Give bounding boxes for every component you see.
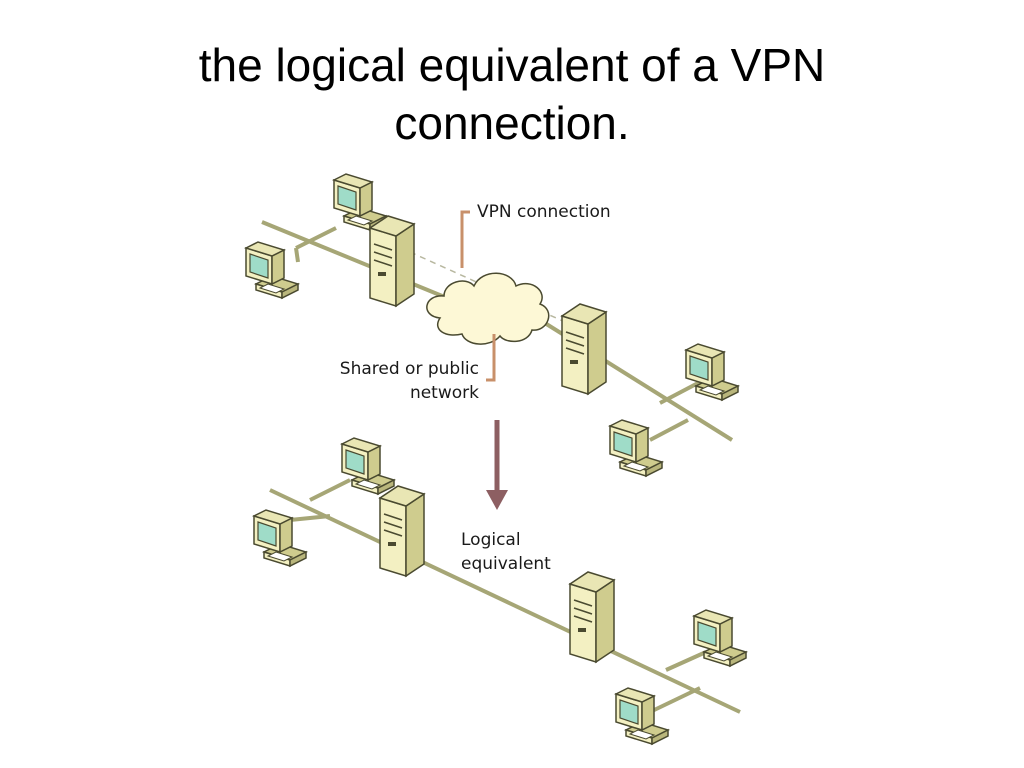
bottom-network: Logical equivalent <box>253 437 747 745</box>
vpn-bracket <box>460 210 470 268</box>
lan-branch <box>295 226 337 250</box>
down-arrow-icon <box>486 420 508 510</box>
server-icon <box>369 215 415 307</box>
logical-equivalent-label-1: Logical <box>461 530 521 550</box>
network-bracket <box>486 334 496 382</box>
workstation-icon <box>615 687 669 745</box>
lan-branch <box>289 514 331 522</box>
lan-branch <box>649 418 689 442</box>
cloud-icon <box>426 272 550 345</box>
server-icon <box>379 485 425 577</box>
title-line-2: connection. <box>394 97 630 149</box>
lan-branch <box>309 478 351 502</box>
top-network: VPN connection Shared or public network <box>245 173 739 477</box>
page-title: the logical equivalent of a VPN connecti… <box>0 36 1024 152</box>
workstation-icon <box>341 437 395 495</box>
vpn-connection-label: VPN connection <box>477 202 611 222</box>
server-icon <box>561 303 607 395</box>
logical-equivalent-label-2: equivalent <box>461 554 551 574</box>
workstation-icon <box>333 173 387 231</box>
lan-branch <box>649 686 701 714</box>
lan-branch <box>659 380 701 405</box>
workstation-icon <box>245 241 299 299</box>
lan-branch <box>294 247 300 263</box>
shared-network-label-2: network <box>410 383 479 403</box>
shared-network-label-1: Shared or public <box>340 359 479 379</box>
lan-line-logical <box>269 488 741 714</box>
title-line-1: the logical equivalent of a VPN <box>198 39 826 91</box>
workstation-icon <box>693 609 747 667</box>
lan-branch <box>665 650 707 672</box>
lan-line-top-left <box>261 220 453 302</box>
workstation-icon <box>609 419 663 477</box>
server-icon <box>569 571 615 663</box>
workstation-icon <box>685 343 739 401</box>
